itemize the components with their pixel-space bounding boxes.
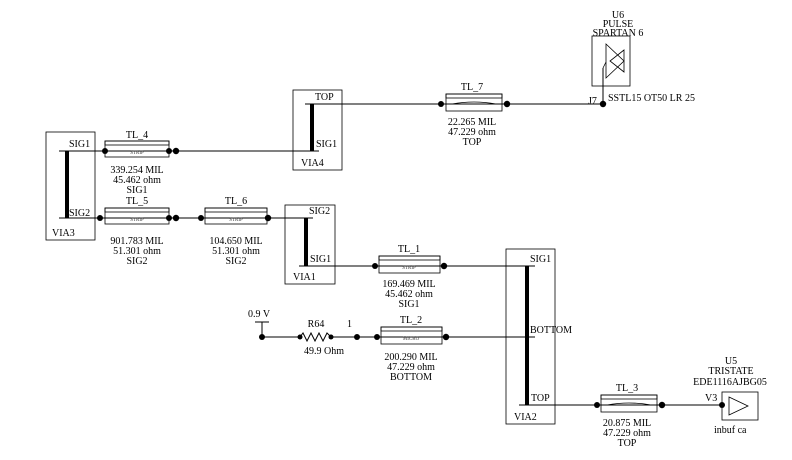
via4-name: VIA4	[301, 158, 324, 169]
tl2-impedance: 47.229 ohm	[387, 362, 435, 373]
via-VIA1[interactable]: SIG2 SIG1 VIA1	[284, 204, 336, 285]
u6-type: PULSE	[603, 19, 634, 30]
tl3-label: TL_3	[616, 383, 638, 394]
tl1-inner-label: STRIP	[402, 266, 416, 271]
tl4-length: 339.254 MIL	[110, 165, 163, 176]
tl4-impedance: 45.462 ohm	[113, 175, 161, 186]
via4-bottom-layer: SIG1	[316, 139, 337, 150]
via1-top-layer: SIG2	[309, 206, 330, 217]
via1-bottom-layer: SIG1	[310, 254, 331, 265]
u6-part: SPARTAN 6	[593, 28, 644, 39]
tl3-length: 20.875 MIL	[603, 418, 651, 429]
r64-ref: R64	[308, 319, 325, 330]
tl7-label: TL_7	[461, 82, 483, 93]
u6-model: SSTL15 OT50 LR 25	[608, 93, 695, 104]
tl-TL_5[interactable]: STRIP TL_5 901.783 MIL 51.301 ohm SIG2	[97, 196, 180, 267]
r64-value: 49.9 Ohm	[304, 346, 344, 357]
via-VIA3[interactable]: SIG1 SIG2 VIA3	[45, 131, 96, 241]
via2-top-layer: SIG1	[530, 254, 551, 265]
tl2-inner-label: MICRO	[403, 337, 420, 342]
tl7-layer: TOP	[463, 137, 482, 148]
via3-bottom-layer: SIG2	[69, 208, 90, 219]
voltage-source[interactable]: 0.9 V	[248, 309, 271, 340]
tl-TL_2[interactable]: MICRO TL_2 200.290 MIL 47.229 ohm BOTTOM	[374, 315, 450, 383]
u6-pin: J7	[588, 96, 597, 107]
tl4-inner-label: STRIP	[130, 151, 144, 156]
via1-name: VIA1	[293, 272, 316, 283]
tl6-impedance: 51.301 ohm	[212, 246, 260, 257]
tl5-length: 901.783 MIL	[110, 236, 163, 247]
u5-ref: U5	[725, 356, 737, 367]
tl4-label: TL_4	[126, 130, 148, 141]
tl5-inner-label: STRIP	[130, 218, 144, 223]
tl-TL_7[interactable]: TL_7 22.265 MIL 47.229 ohm TOP	[438, 82, 511, 148]
tl5-layer: SIG2	[126, 256, 147, 267]
tl6-inner-label: STRIP	[229, 218, 243, 223]
via2-middle-layer: BOTTOM	[530, 325, 572, 336]
tl1-length: 169.469 MIL	[382, 279, 435, 290]
ic-U5-receiver[interactable]: U5 TRISTATE EDE1116AJBG05 V3 inbuf ca	[693, 356, 767, 436]
via3-top-layer: SIG1	[69, 139, 90, 150]
tl4-layer: SIG1	[126, 185, 147, 196]
ic-U6-driver[interactable]: U6 PULSE SPARTAN 6 J7 SSTL15 OT50 LR 25	[588, 10, 695, 108]
u5-model: inbuf ca	[714, 425, 747, 436]
tl2-label: TL_2	[400, 315, 422, 326]
tl5-impedance: 51.301 ohm	[113, 246, 161, 257]
via2-bottom-layer: TOP	[531, 393, 550, 404]
resistor-R64[interactable]: R64 1 49.9 Ohm	[297, 319, 361, 357]
tl7-length: 22.265 MIL	[448, 117, 496, 128]
tl6-label: TL_6	[225, 196, 247, 207]
tl-TL_4[interactable]: STRIP TL_4 339.254 MIL 45.462 ohm SIG1	[100, 130, 180, 196]
tl-TL_6[interactable]: STRIP TL_6 104.650 MIL 51.301 ohm SIG2	[198, 196, 272, 267]
via4-top-layer: TOP	[315, 92, 334, 103]
via-VIA4[interactable]: TOP SIG1 VIA4	[292, 89, 343, 171]
tl5-label: TL_5	[126, 196, 148, 207]
tl2-layer: BOTTOM	[390, 372, 432, 383]
tl3-impedance: 47.229 ohm	[603, 428, 651, 439]
tl2-length: 200.290 MIL	[384, 352, 437, 363]
tl7-impedance: 47.229 ohm	[448, 127, 496, 138]
u5-pin: V3	[705, 393, 717, 404]
u5-part: EDE1116AJBG05	[693, 377, 767, 388]
r64-node: 1	[347, 319, 352, 330]
tl1-impedance: 45.462 ohm	[385, 289, 433, 300]
tl1-layer: SIG1	[398, 299, 419, 310]
tl1-label: TL_1	[398, 244, 420, 255]
tl6-layer: SIG2	[225, 256, 246, 267]
tl-TL_3[interactable]: TL_3 20.875 MIL 47.229 ohm TOP	[594, 383, 666, 449]
via3-name: VIA3	[52, 228, 75, 239]
via-VIA2[interactable]: SIG1 BOTTOM TOP VIA2	[505, 248, 572, 425]
via2-name: VIA2	[514, 412, 537, 423]
tl6-length: 104.650 MIL	[209, 236, 262, 247]
source-voltage: 0.9 V	[248, 309, 271, 320]
u6-ref: U6	[612, 10, 624, 21]
tl3-layer: TOP	[618, 438, 637, 449]
u5-type: TRISTATE	[708, 366, 753, 377]
tl-TL_1[interactable]: STRIP TL_1 169.469 MIL 45.462 ohm SIG1	[372, 244, 448, 310]
